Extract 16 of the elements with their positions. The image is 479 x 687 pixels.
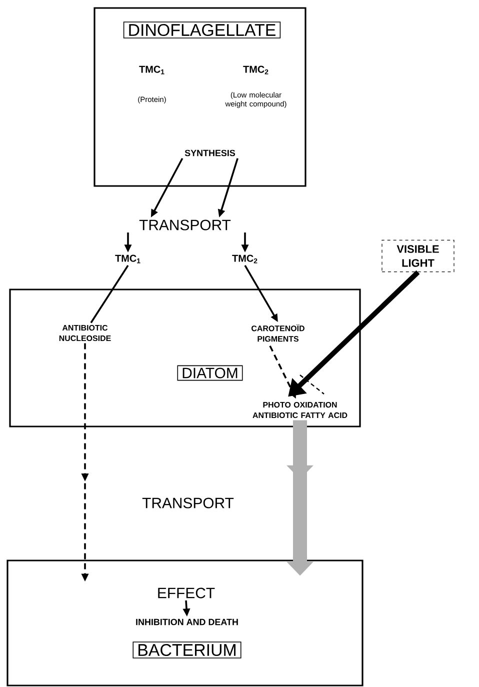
text-label: TMC$_{1}$ [139,66,164,74]
text-label: TMC$_{2}$ [243,66,268,74]
flow-label: TMC$_{2}$ [232,254,258,264]
name-box: BACTERIUM [132,642,242,658]
text-label: TRANSPORT [142,498,234,508]
source-box: VISIBLE LIGHT [382,240,454,272]
flow-label: TMC$_{1}$ [115,254,140,264]
organism-box [6,560,364,686]
flow-label: TRANSPORT [139,220,231,230]
name-box: DIATOM [177,365,243,381]
organism-box [9,288,361,428]
name-box: DINOFLAGELLATE [123,22,281,38]
flow-label: INHIBITION AND DEATH [136,618,238,626]
flow-label: EFFECT [158,588,215,598]
organism-box [94,7,306,187]
flow-label: SYNTHESIS [184,150,236,156]
